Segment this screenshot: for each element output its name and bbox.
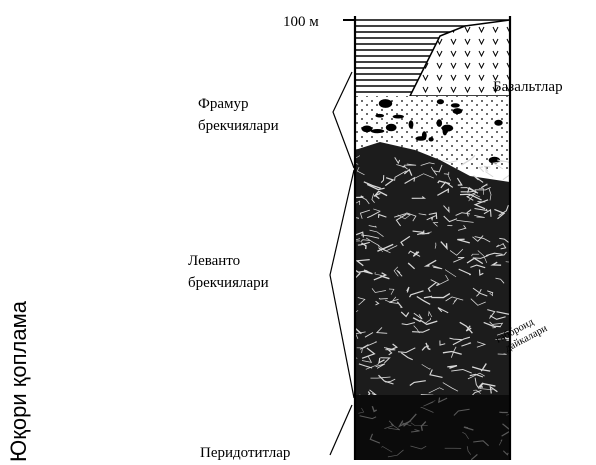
levanto-label-line2: брекчиялари [188, 275, 269, 291]
levanto-breccia-layer [355, 142, 510, 400]
breccia-clast [443, 126, 448, 135]
peridotites-label: Перидотитлар [200, 445, 290, 461]
breccia-clast [437, 119, 443, 127]
scale-label: 100 м [283, 14, 319, 30]
side-label-container: Юқори қоплама [6, 262, 32, 462]
levanto-bracket [330, 170, 354, 398]
fracture-line [498, 354, 507, 355]
framur-bracket [333, 72, 354, 168]
breccia-clast [494, 120, 502, 126]
framur-label-line1: Фрамур [198, 96, 249, 112]
basalts-label: Базальтлар [493, 79, 563, 95]
breccia-clast [379, 99, 392, 108]
breccia-clast [409, 120, 414, 129]
framur-label-line2: брекчиялари [198, 118, 279, 134]
breccia-clast [429, 137, 434, 141]
breccia-clast [453, 108, 463, 114]
breccia-clast [415, 136, 426, 141]
breccia-clast [437, 99, 444, 104]
breccia-clast [393, 115, 404, 119]
breccia-clast [386, 124, 397, 131]
peridotite-pointer [330, 405, 352, 455]
breccia-clast [362, 125, 373, 132]
side-label: Юқори қоплама [6, 301, 32, 462]
breccia-clast [451, 103, 460, 107]
peridotite-layer [355, 395, 510, 460]
breccia-clast [371, 129, 385, 133]
breccia-clast [375, 114, 384, 118]
levanto-label-line1: Леванто [188, 253, 240, 269]
